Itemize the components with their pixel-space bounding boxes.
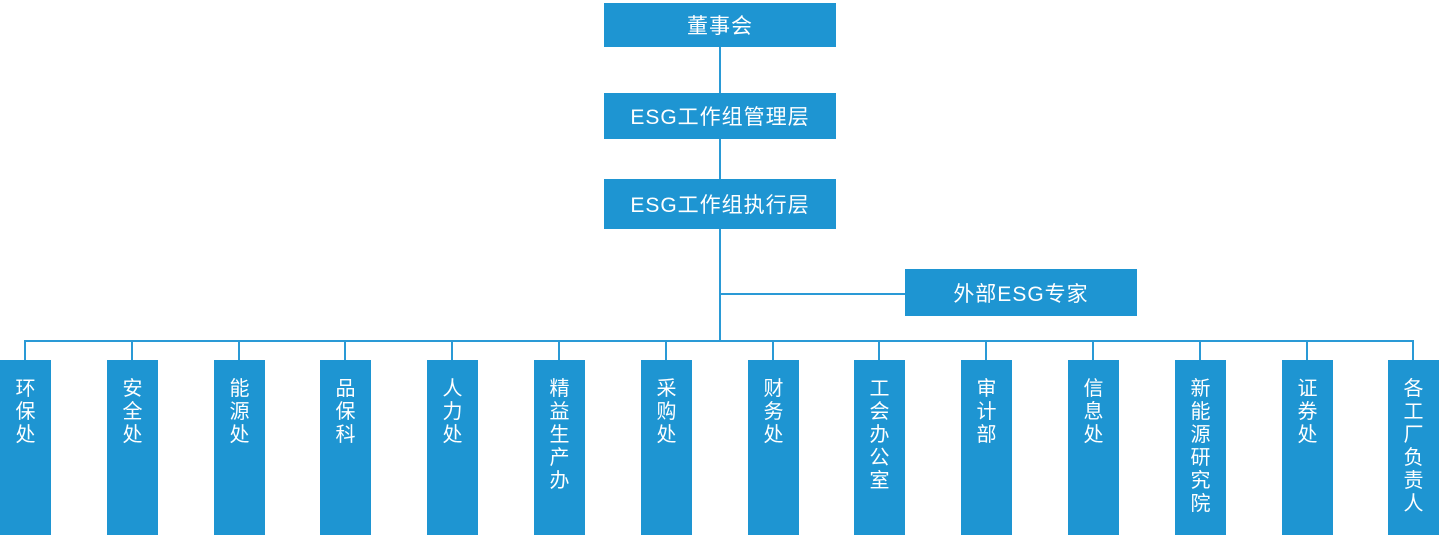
org-node-dept-label: 信息处 xyxy=(1083,378,1104,446)
org-node-dept-quality: 品保科 xyxy=(320,360,371,535)
connector-stub xyxy=(1412,341,1414,360)
org-node-dept-label: 能源处 xyxy=(229,378,250,446)
connector-stub xyxy=(1306,341,1308,360)
org-node-dept-safety: 安全处 xyxy=(107,360,158,535)
org-node-dept-label: 新能源研究院 xyxy=(1190,378,1211,515)
org-node-esg-execution-label: ESG工作组执行层 xyxy=(630,194,810,217)
connector-stub xyxy=(665,341,667,360)
org-node-dept-lean-production: 精益生产办 xyxy=(534,360,585,535)
org-node-esg-management: ESG工作组管理层 xyxy=(604,93,836,139)
org-node-esg-execution: ESG工作组执行层 xyxy=(604,179,836,229)
connector-board-to-management xyxy=(719,47,721,93)
connector-stub xyxy=(558,341,560,360)
org-node-dept-label: 审计部 xyxy=(976,378,997,446)
connector-stub xyxy=(451,341,453,360)
org-node-esg-management-label: ESG工作组管理层 xyxy=(630,106,810,129)
org-node-board-label: 董事会 xyxy=(687,15,753,38)
org-node-dept-label: 各工厂负责人 xyxy=(1403,378,1424,515)
connector-stub xyxy=(1199,341,1201,360)
org-node-dept-label: 人力处 xyxy=(442,378,463,446)
org-node-dept-label: 安全处 xyxy=(122,378,143,446)
connector-stub xyxy=(24,341,26,360)
org-node-dept-label: 财务处 xyxy=(763,378,784,446)
org-node-external-experts-label: 外部ESG专家 xyxy=(953,282,1089,306)
org-node-board: 董事会 xyxy=(604,3,836,47)
org-node-dept-finance: 财务处 xyxy=(748,360,799,535)
org-node-dept-label: 精益生产办 xyxy=(549,378,570,492)
connector-management-to-execution xyxy=(719,139,721,179)
connector-stub xyxy=(131,341,133,360)
org-node-dept-information: 信息处 xyxy=(1068,360,1119,535)
org-node-dept-label: 品保科 xyxy=(335,378,356,446)
org-node-dept-union-office: 工会办公室 xyxy=(854,360,905,535)
org-node-dept-label: 采购处 xyxy=(656,378,677,446)
connector-stub xyxy=(772,341,774,360)
org-node-dept-label: 证券处 xyxy=(1297,378,1318,446)
org-node-dept-hr: 人力处 xyxy=(427,360,478,535)
connector-stub xyxy=(344,341,346,360)
org-node-dept-securities: 证券处 xyxy=(1282,360,1333,535)
org-node-dept-procurement: 采购处 xyxy=(641,360,692,535)
org-node-dept-audit: 审计部 xyxy=(961,360,1012,535)
connector-stub xyxy=(878,341,880,360)
connector-stub xyxy=(985,341,987,360)
org-node-dept-new-energy-institute: 新能源研究院 xyxy=(1175,360,1226,535)
connector-branch-external-experts xyxy=(719,293,905,295)
org-node-dept-energy: 能源处 xyxy=(214,360,265,535)
org-node-external-experts: 外部ESG专家 xyxy=(905,269,1137,316)
org-node-dept-environment: 环保处 xyxy=(0,360,51,535)
org-node-dept-label: 环保处 xyxy=(15,378,36,446)
connector-stub xyxy=(238,341,240,360)
connector-execution-to-departments xyxy=(719,229,721,342)
org-node-dept-factory-heads: 各工厂负责人 xyxy=(1388,360,1439,535)
connector-distributor xyxy=(24,340,1414,342)
connector-stub xyxy=(1092,341,1094,360)
org-node-dept-label: 工会办公室 xyxy=(869,378,890,492)
